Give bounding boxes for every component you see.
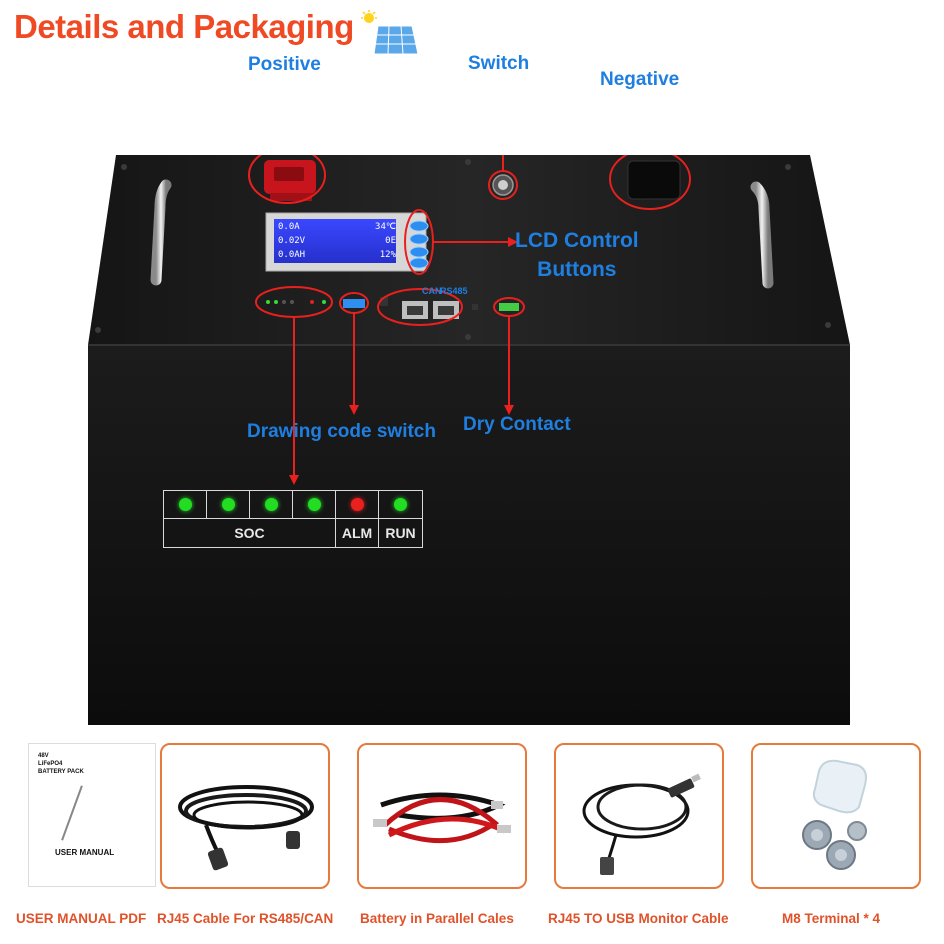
caption-m8-terminal: M8 Terminal * 4 [782,911,881,926]
lcd-control-line2: Buttons [537,258,617,281]
caption-parallel-cables: Battery in Parallel Cales [360,911,514,926]
caption-usb-monitor-cable: RJ45 TO USB Monitor Cable [548,911,729,926]
lcd-control-line1: LCD Control [515,229,639,252]
lcd-status: 0E [385,236,396,246]
switch-label: Switch [468,53,530,74]
soc-led-4 [307,498,321,511]
alm-led-cell [336,491,379,519]
manual-pen [61,785,83,841]
parallel-cables-image [373,792,511,844]
m8-terminal-image [802,759,867,870]
lcd-display: 0.0A 34℃ 0.02V 0E 0.0AH 12% [278,220,396,262]
manual-product: BATTERY PACK [38,769,84,775]
lcd-control-buttons-label: LCD Control Buttons [515,226,639,284]
rj45-cable-card [160,743,330,889]
page-title: Details and Packaging [14,8,354,45]
manual-title: USER MANUAL [55,848,115,857]
soc-led-3 [264,498,278,511]
soc-led-4-cell [293,491,336,519]
user-manual-image: 48V LiFePO4 BATTERY PACK USER MANUAL [28,743,156,887]
can-port-label: CAN [422,286,442,296]
alm-label: ALM [336,519,379,547]
caption-user-manual: USER MANUAL PDF [16,911,147,926]
lcd-capacity: 0.0AH [278,250,306,260]
led-indicator-panel: SOC ALM RUN [163,490,423,548]
run-label: RUN [385,525,416,541]
lcd-voltage: 0.02V [278,236,306,246]
lcd-temp: 34℃ [375,222,396,232]
rs485-port-label: RS485 [440,286,468,296]
battery-pack-image [88,155,850,725]
manual-chemistry: LiFePO4 [38,761,63,767]
usb-monitor-cable-card [554,743,724,889]
caption-rj45-cable: RJ45 Cable For RS485/CAN [157,911,334,926]
usb-monitor-cable-image [582,773,701,875]
lcd-current: 0.0A [278,222,300,232]
lcd-soc: 12% [379,250,396,260]
dry-contact-label: Dry Contact [463,414,571,435]
run-led-cell [379,491,422,519]
parallel-cable-card [357,743,527,889]
drawing-code-switch-label: Drawing code switch [247,421,436,442]
soc-led-2-cell [207,491,250,519]
soc-led-3-cell [250,491,293,519]
soc-led-1-cell [164,491,207,519]
soc-led-1 [178,498,192,511]
positive-label: Positive [248,54,321,75]
rj45-cable-image [178,785,314,871]
negative-label: Negative [600,69,680,90]
soc-led-2 [221,498,235,511]
soc-label: SOC [164,519,336,547]
m8-terminal-card [751,743,921,889]
manual-voltage: 48V [38,753,49,759]
solar-panel-icon [361,10,419,55]
alm-led [350,498,364,511]
run-led [394,498,407,511]
